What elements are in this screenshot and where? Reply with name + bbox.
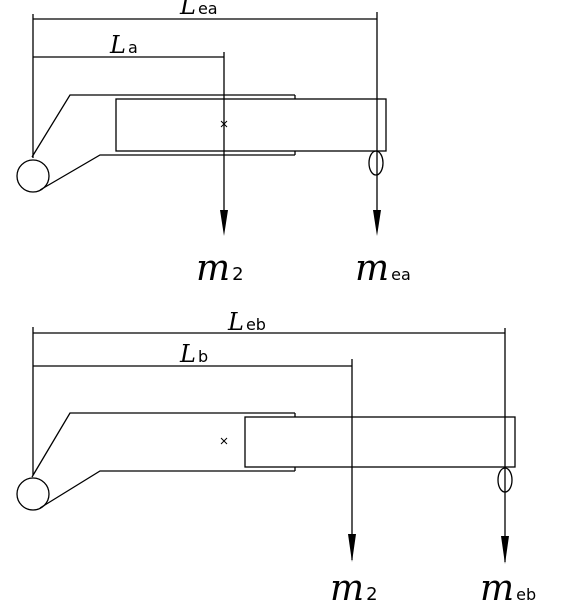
arrow-m2-b — [348, 534, 356, 562]
sheave-a — [368, 150, 384, 176]
boom-section-b — [244, 416, 516, 468]
arrow-m2-a — [220, 210, 228, 236]
diagram-a — [16, 12, 387, 230]
diagram-b — [16, 327, 516, 562]
cog-mark-a — [220, 120, 228, 128]
boom-base-a — [31, 94, 295, 158]
cog-mark-b — [220, 437, 228, 445]
boom-base-lower-b — [39, 470, 295, 509]
boom-section-a — [115, 98, 387, 152]
boom-base-lower-a — [39, 154, 295, 191]
arrow-mea-a — [373, 210, 381, 236]
boom-base-b — [31, 412, 295, 478]
arrow-meb-b — [501, 536, 509, 564]
pivot-circle-a — [16, 159, 50, 193]
pivot-circle-b — [16, 477, 50, 511]
